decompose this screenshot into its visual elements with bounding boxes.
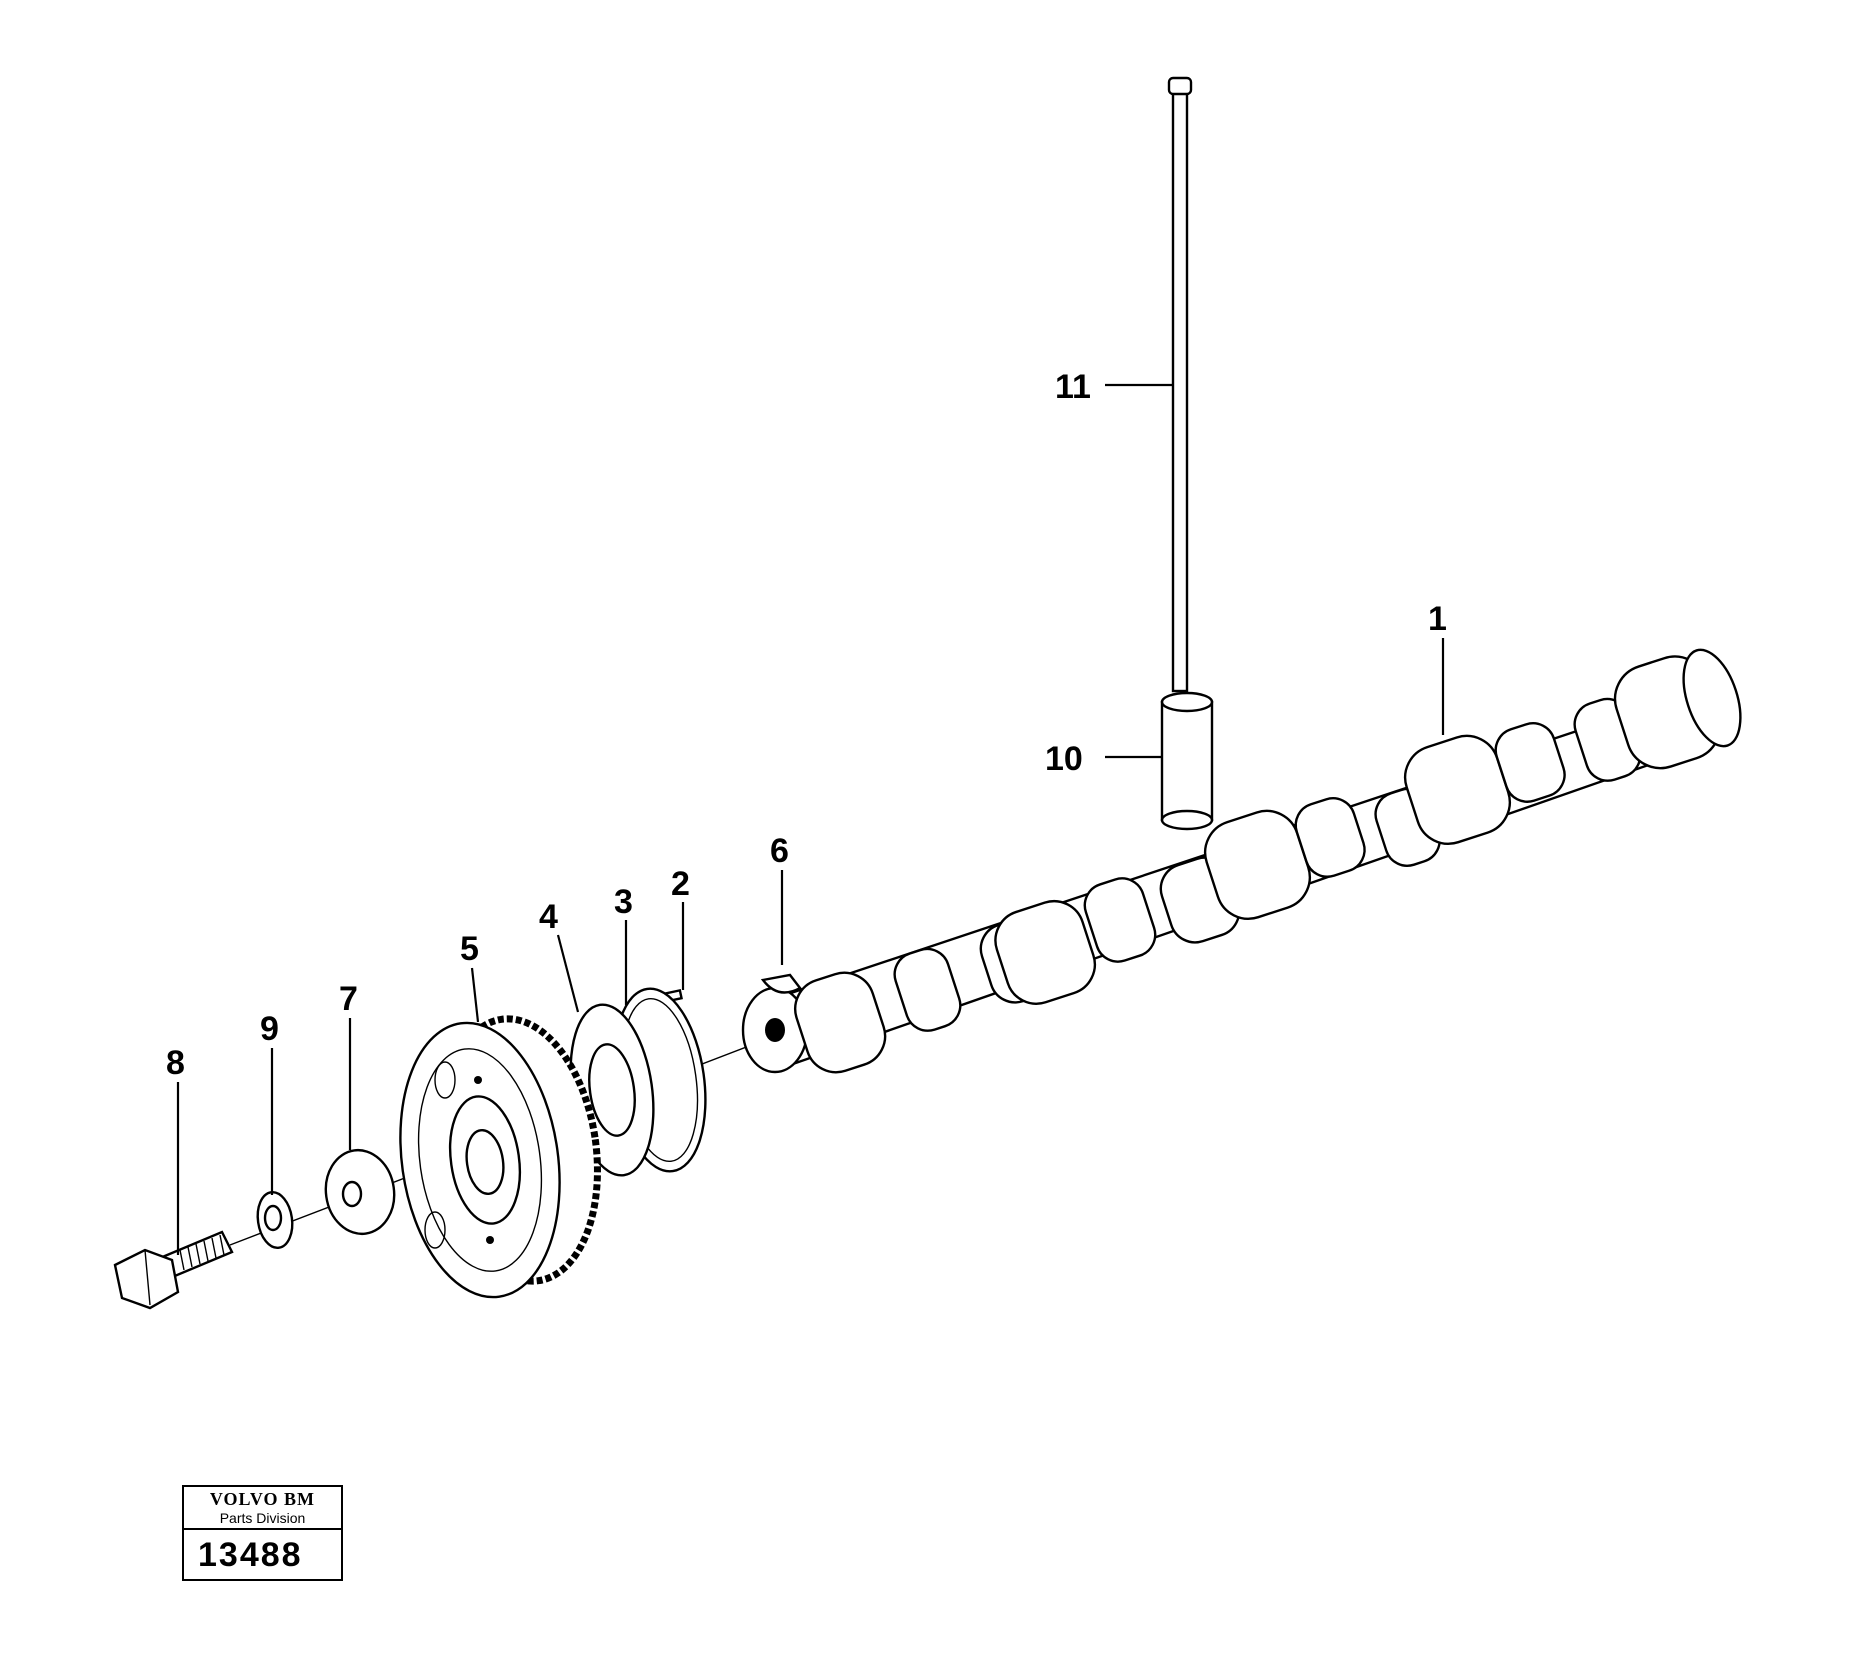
- lock-washer: [256, 1190, 294, 1250]
- callout-11: 11: [1055, 368, 1091, 406]
- bolt: [113, 1230, 234, 1310]
- callout-3: 3: [614, 883, 633, 921]
- camshaft-gear: [399, 1015, 601, 1299]
- woodruff-key: [760, 973, 802, 994]
- callout-8: 8: [166, 1044, 185, 1082]
- camshaft: [741, 648, 1742, 1074]
- callout-5: 5: [460, 930, 479, 968]
- stamp-division: Parts Division: [219, 1510, 306, 1526]
- stamp-number: 13488: [198, 1536, 303, 1574]
- camshaft-lobes: [741, 648, 1742, 1074]
- leader-line-4: [556, 934, 580, 1013]
- volvo-parts-stamp: VOLVO BM Parts Division 13488: [182, 1485, 343, 1581]
- callout-1: 1: [1428, 600, 1447, 638]
- callout-4: 4: [539, 898, 558, 936]
- tappet: [1160, 691, 1214, 831]
- leader-line-5: [470, 967, 480, 1023]
- callout-9: 9: [260, 1010, 279, 1048]
- callout-2: 2: [671, 865, 690, 903]
- callout-7: 7: [339, 980, 358, 1018]
- washer: [324, 1148, 396, 1236]
- push-rod: [1167, 76, 1193, 693]
- callout-6: 6: [770, 832, 789, 870]
- callout-10: 10: [1045, 740, 1083, 778]
- stamp-brand: VOLVO BM: [209, 1489, 316, 1509]
